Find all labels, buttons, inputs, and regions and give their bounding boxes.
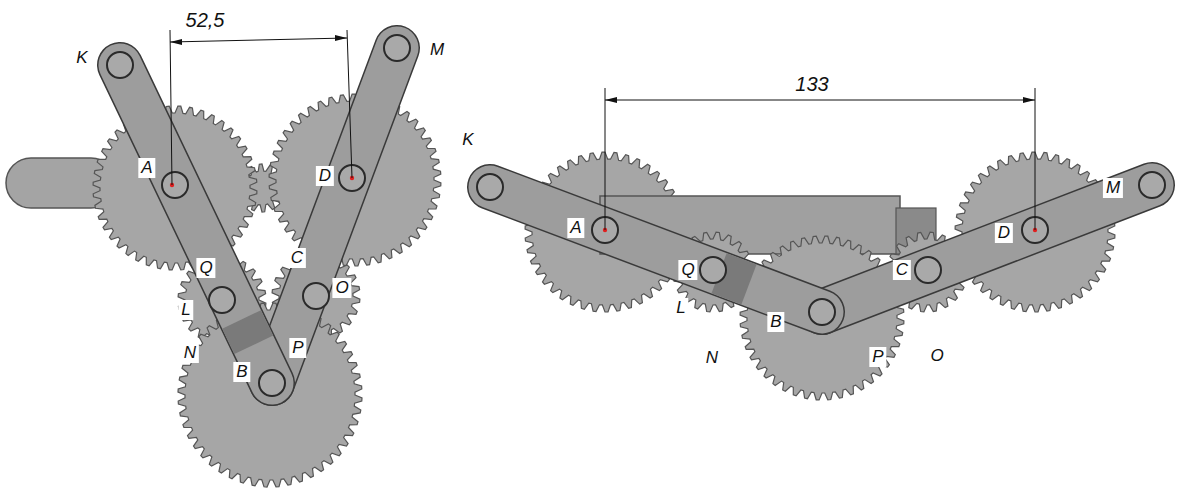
link-bars (120, 48, 1152, 383)
pin-holes (107, 35, 1165, 396)
slider-block (242, 319, 254, 344)
link-bar (822, 185, 1152, 312)
point-label: N (703, 348, 721, 368)
link-bar (490, 187, 822, 312)
pin-hole (107, 52, 133, 78)
point-label: Q (678, 260, 697, 280)
point-label: O (927, 346, 946, 366)
point-label: L (673, 298, 688, 318)
link-bar (822, 185, 1152, 312)
gear (740, 236, 904, 400)
point-label: P (869, 347, 886, 367)
point-label: A (138, 158, 155, 178)
dimension-lines (170, 30, 1035, 230)
pin-hole (162, 172, 188, 198)
point-label: A (567, 218, 584, 238)
gear-set (673, 232, 967, 400)
point-label: Q (196, 258, 215, 278)
link-bar (490, 187, 822, 312)
point-label: M (1103, 178, 1123, 198)
point-label: M (427, 40, 447, 60)
dimension-arrows (170, 35, 1035, 103)
point-label: B (233, 362, 250, 382)
pin-hole (700, 257, 726, 283)
link-bar (272, 48, 397, 383)
gear (178, 303, 362, 487)
point-label: B (767, 312, 784, 332)
dimension-value: 52,5 (183, 10, 228, 30)
link-bar (120, 65, 272, 383)
pin-hole (303, 283, 329, 309)
pin-hole (809, 299, 835, 325)
pin-hole (915, 257, 941, 283)
point-label: O (332, 278, 351, 298)
link-bar (272, 48, 397, 383)
pin-hole (384, 35, 410, 61)
point-label: C (893, 260, 911, 280)
pin-hole (477, 174, 503, 200)
point-label: C (288, 248, 306, 268)
pin-hole (209, 287, 235, 313)
pin-hole (259, 370, 285, 396)
point-label: K (459, 130, 476, 150)
point-label: D (316, 166, 334, 186)
dimension-value: 133 (792, 74, 831, 94)
point-label: L (178, 300, 193, 320)
point-label: D (995, 223, 1013, 243)
point-label: N (181, 343, 199, 363)
link-bar (120, 65, 272, 383)
pin-hole (1139, 172, 1165, 198)
point-label: P (289, 338, 306, 358)
point-label: K (73, 48, 90, 68)
